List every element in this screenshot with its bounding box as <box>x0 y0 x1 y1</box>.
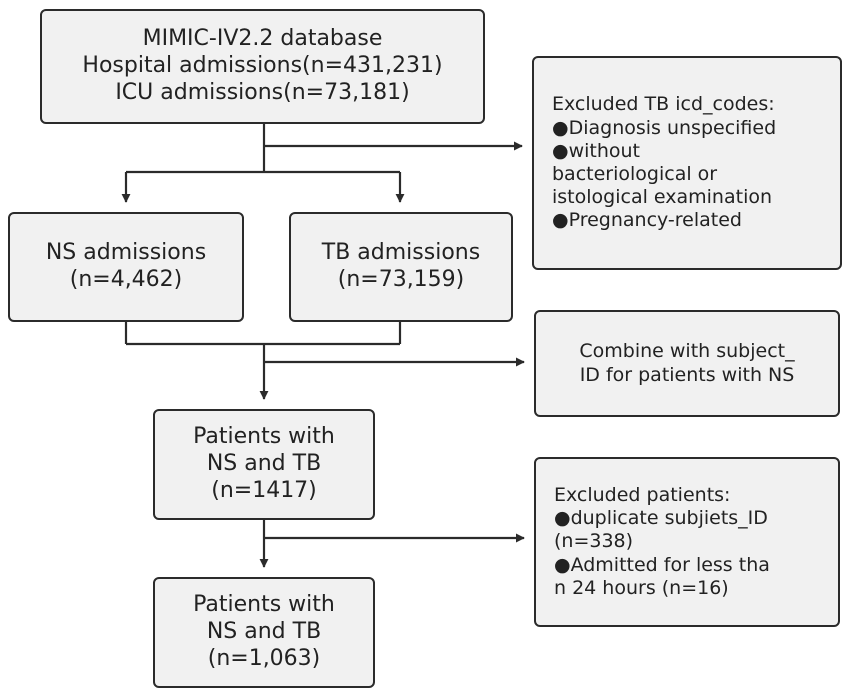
final-patients-box: Patients with NS and TB (n=1,063) <box>153 577 375 688</box>
excluded-patients-line: ●Admitted for less tha <box>554 553 770 576</box>
excluded-tb-line: istological examination <box>552 186 773 209</box>
excluded-tb-line: ●without <box>552 139 641 162</box>
excluded-tb-codes-box: Excluded TB icd_codes: ●Diagnosis unspec… <box>532 56 842 270</box>
patients-ns-tb-box: Patients with NS and TB (n=1417) <box>153 409 375 520</box>
source-line: ICU admissions(n=73,181) <box>115 79 410 105</box>
combine-subject-id-box: Combine with subject_ ID for patients wi… <box>534 310 840 417</box>
source-database-box: MIMIC-IV2.2 database Hospital admissions… <box>40 9 485 124</box>
tb-admissions-box: TB admissions (n=73,159) <box>289 212 513 322</box>
ns-admissions-box: NS admissions (n=4,462) <box>8 212 244 322</box>
excluded-patients-line: n 24 hours (n=16) <box>554 576 729 599</box>
excluded-tb-line: bacteriological or <box>552 163 718 185</box>
ns-tb-line: (n=1417) <box>211 477 317 503</box>
final-line: Patients with <box>193 592 335 618</box>
excluded-patients-box: Excluded patients: ●duplicate subjiets_I… <box>534 457 840 627</box>
tb-line: (n=73,159) <box>337 267 465 292</box>
final-line: (n=1,063) <box>207 645 321 671</box>
excluded-patients-line: ●duplicate subjiets_ID <box>554 507 768 530</box>
source-line: Hospital admissions(n=431,231) <box>82 53 443 79</box>
final-line: NS and TB <box>206 619 322 645</box>
ns-line: (n=4,462) <box>69 267 183 292</box>
ns-tb-line: NS and TB <box>206 451 322 477</box>
excluded-patients-line: (n=338) <box>554 530 634 553</box>
combine-line: Combine with subject_ <box>579 340 795 363</box>
excluded-tb-line: Excluded TB icd_codes: <box>552 93 775 116</box>
combine-line: ID for patients with NS <box>579 363 795 386</box>
ns-line: NS admissions <box>45 240 207 266</box>
excluded-patients-line: Excluded patients: <box>554 484 731 507</box>
tb-line: TB admissions <box>321 240 481 266</box>
excluded-tb-line: ●Diagnosis unspecified <box>552 116 777 139</box>
ns-tb-line: Patients with <box>193 424 335 450</box>
excluded-tb-line: ●Pregnancy-related <box>552 209 742 232</box>
source-line: MIMIC-IV2.2 database <box>142 26 383 52</box>
